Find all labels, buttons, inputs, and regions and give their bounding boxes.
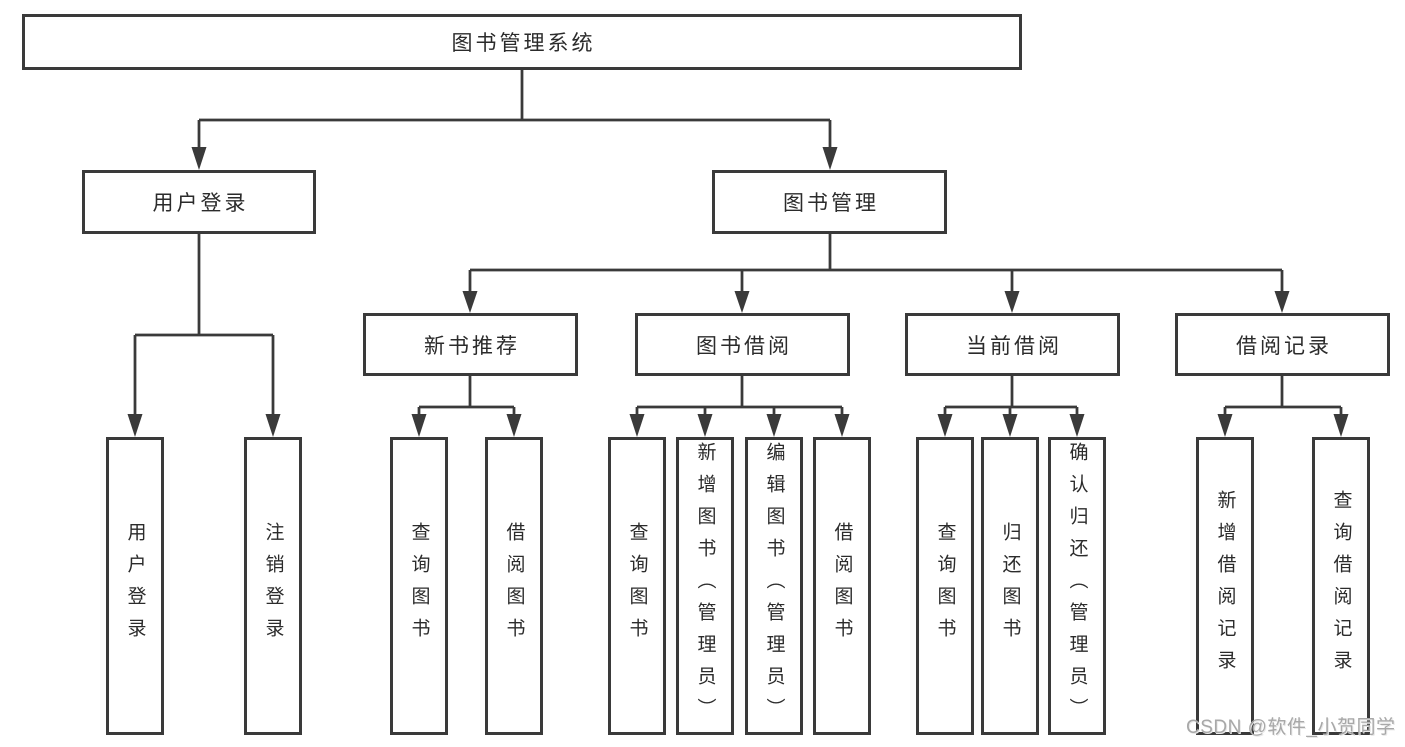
leaf-label: 查询图书	[408, 522, 430, 650]
csdn-watermark: CSDN @软件_小贺同学	[1186, 717, 1396, 738]
leaf-label: 查询图书	[626, 522, 648, 650]
node-new-book-recommendation: 新书推荐	[363, 313, 578, 376]
leaf-label: 借阅图书	[503, 522, 525, 650]
node-book-borrowing: 图书借阅	[635, 313, 850, 376]
leaf-query-books: 查询图书	[608, 437, 666, 735]
leaf-borrow-books: 借阅图书	[813, 437, 871, 735]
leaf-return-books: 归还图书	[981, 437, 1039, 735]
leaf-query-books: 查询图书	[390, 437, 448, 735]
leaf-add-borrow-record: 新增借阅记录	[1196, 437, 1254, 735]
leaf-label: 新增图书（管理员）	[694, 442, 716, 730]
leaf-logout: 注销登录	[244, 437, 302, 735]
leaf-query-books: 查询图书	[916, 437, 974, 735]
node-user-login: 用户登录	[82, 170, 316, 234]
node-book-management: 图书管理	[712, 170, 947, 234]
leaf-confirm-return-admin: 确认归还（管理员）	[1048, 437, 1106, 735]
leaf-edit-books-admin: 编辑图书（管理员）	[745, 437, 803, 735]
leaf-query-borrow-record: 查询借阅记录	[1312, 437, 1370, 735]
leaf-add-books-admin: 新增图书（管理员）	[676, 437, 734, 735]
leaf-label: 查询借阅记录	[1330, 490, 1352, 682]
leaf-label: 编辑图书（管理员）	[763, 442, 785, 730]
node-library-management-system: 图书管理系统	[22, 14, 1022, 70]
leaf-label: 用户登录	[124, 522, 146, 650]
node-current-borrowing: 当前借阅	[905, 313, 1120, 376]
leaf-label: 查询图书	[934, 522, 956, 650]
leaf-label: 借阅图书	[831, 522, 853, 650]
leaf-borrow-books: 借阅图书	[485, 437, 543, 735]
node-borrowing-records: 借阅记录	[1175, 313, 1390, 376]
leaf-label: 新增借阅记录	[1214, 490, 1236, 682]
leaf-user-login: 用户登录	[106, 437, 164, 735]
leaf-label: 注销登录	[262, 522, 284, 650]
leaf-label: 归还图书	[999, 522, 1021, 650]
leaf-label: 确认归还（管理员）	[1066, 442, 1088, 730]
